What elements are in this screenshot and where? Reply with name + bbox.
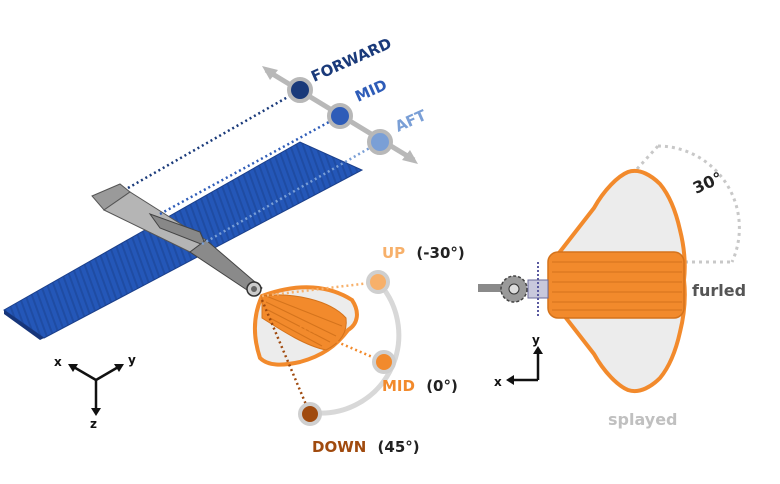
splay-angle-label: 30° (690, 168, 725, 198)
forward-marker (287, 77, 313, 103)
axis-right-y: y (532, 333, 540, 347)
axis-triad-left (68, 364, 124, 416)
axis-triad-right (506, 346, 543, 385)
tail-mechanism (478, 262, 549, 316)
tail-top-view (547, 169, 687, 393)
mid-angle-label: MID (0°) (382, 377, 458, 395)
axis-left-x: x (54, 355, 62, 369)
tail-isometric (253, 285, 359, 367)
splayed-label: splayed (608, 410, 678, 429)
fuselage-boom (91, 183, 263, 297)
down-marker (298, 402, 322, 426)
mid-angle-word: MID (382, 377, 415, 395)
up-marker (366, 270, 390, 294)
mid-position-label: MID (352, 76, 389, 106)
mid-angle-value: (0°) (426, 377, 458, 395)
splay-angle-arc (657, 144, 741, 263)
furled-label: furled (692, 281, 746, 300)
angle-leaders (260, 280, 385, 415)
axis-left-z: z (90, 417, 97, 431)
mid-position-marker (327, 103, 353, 129)
axis-right-x: x (494, 375, 502, 389)
aft-marker (367, 129, 393, 155)
up-label: UP (-30°) (382, 244, 465, 262)
aft-label: AFT (392, 106, 429, 136)
mid-angle-marker (372, 350, 396, 374)
position-leaders (127, 88, 381, 246)
down-word: DOWN (312, 438, 366, 456)
down-value: (45°) (378, 438, 420, 456)
down-label: DOWN (45°) (312, 438, 420, 456)
up-value: (-30°) (416, 244, 464, 262)
up-word: UP (382, 244, 405, 262)
axis-left-y: y (128, 353, 136, 367)
